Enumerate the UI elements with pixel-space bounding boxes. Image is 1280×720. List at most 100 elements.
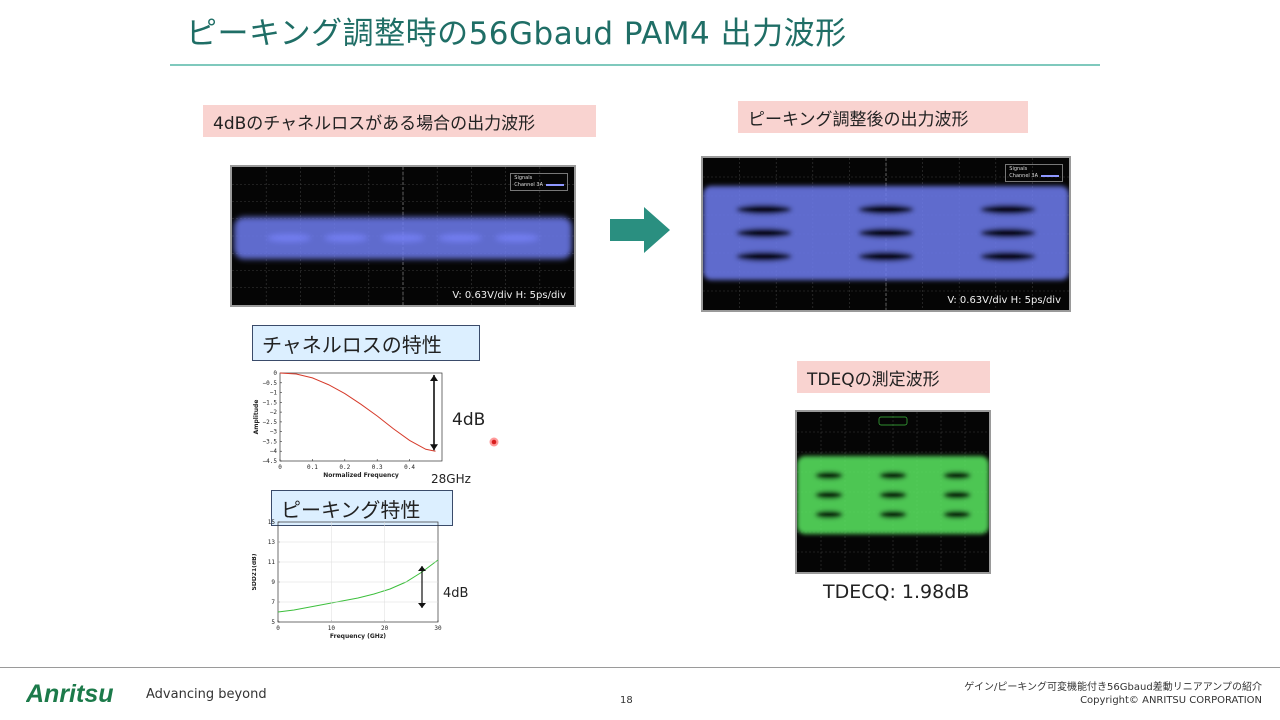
eye-opening bbox=[815, 491, 843, 499]
legend-swatch bbox=[546, 183, 564, 186]
eye-streak bbox=[381, 234, 425, 242]
eye-opening bbox=[736, 204, 792, 215]
logo-text: Anritsu bbox=[26, 680, 114, 707]
peak-ylabel: SDD21(dB) bbox=[252, 553, 258, 590]
y-tick-label: −0.5 bbox=[263, 380, 278, 387]
annot-4db-loss: 4dB bbox=[452, 410, 486, 430]
eye-diagram bbox=[703, 186, 1069, 280]
right-arrow-icon bbox=[610, 207, 670, 253]
eye-diagram bbox=[797, 456, 989, 534]
peak-series-line bbox=[277, 559, 439, 613]
eye-opening bbox=[815, 510, 843, 519]
eye-diagram bbox=[234, 217, 572, 259]
label-peaking-waveform: ピーキング調整後の出力波形 bbox=[738, 101, 1028, 133]
peak-xlabel: Frequency (GHz) bbox=[330, 633, 386, 640]
eye-opening bbox=[879, 471, 907, 480]
eye-streak bbox=[495, 234, 539, 242]
eye-opening bbox=[943, 491, 971, 499]
label-loss-waveform: 4dBのチャネルロスがある場合の出力波形 bbox=[203, 105, 596, 137]
footer-tagline: Advancing beyond bbox=[146, 687, 267, 702]
signal-legend: Signals Channel 3A bbox=[510, 173, 568, 191]
eye-opening bbox=[943, 471, 971, 480]
loss-ylabel: Amplitude bbox=[253, 400, 260, 435]
x-tick-label: 0.3 bbox=[372, 464, 383, 471]
page-number: 18 bbox=[620, 695, 633, 706]
y-tick-label: 15 bbox=[268, 519, 276, 526]
eye-opening bbox=[980, 251, 1036, 262]
footer-copyright: Copyright© ANRITSU CORPORATION bbox=[1080, 695, 1262, 706]
y-tick-label: −4.5 bbox=[263, 458, 278, 465]
scope-scale-right: V: 0.63V/div H: 5ps/div bbox=[947, 295, 1061, 306]
box-peaking: ピーキング特性 bbox=[271, 490, 453, 526]
y-tick-label: 9 bbox=[271, 579, 275, 586]
arrow-head-up bbox=[418, 566, 426, 571]
x-tick-label: 20 bbox=[381, 625, 389, 632]
eye-opening bbox=[858, 228, 914, 238]
channel-loss-plot: 0 0.1 0.2 0.3 0.4 0 −0.5 −1 −1.5 −2 −2.5 −3 −3.5 −4 −4… bbox=[253, 370, 443, 479]
eye-streak bbox=[438, 234, 482, 242]
eye-opening bbox=[943, 510, 971, 519]
scope-loss-graphic bbox=[232, 167, 574, 305]
arrow-head-down bbox=[430, 444, 438, 451]
arrow-head-down bbox=[418, 603, 426, 608]
eye-opening bbox=[736, 251, 792, 262]
y-tick-label: 13 bbox=[268, 539, 276, 546]
label-tdeq: TDEQの測定波形 bbox=[797, 361, 990, 393]
scope-peaking-graphic bbox=[703, 158, 1069, 310]
y-tick-label: 0 bbox=[273, 370, 277, 377]
eye-opening bbox=[815, 471, 843, 480]
eye-streak bbox=[324, 234, 368, 242]
x-tick-label: 0.4 bbox=[404, 464, 415, 471]
pointer-dot-icon bbox=[489, 437, 499, 447]
title-underline bbox=[170, 64, 1100, 66]
y-tick-label: −2 bbox=[270, 409, 278, 416]
eye-opening bbox=[858, 251, 914, 262]
y-tick-label: −1.5 bbox=[263, 399, 278, 406]
tdecq-value: TDECQ: 1.98dB bbox=[823, 581, 970, 603]
legend-signals: Signals bbox=[514, 175, 533, 181]
tdeq-tag bbox=[878, 416, 908, 426]
eye-opening bbox=[980, 204, 1036, 215]
x-tick-label: 0.1 bbox=[307, 464, 318, 471]
x-tick-label: 30 bbox=[434, 625, 442, 632]
y-tick-label: −1 bbox=[270, 390, 278, 397]
eye-streak bbox=[267, 234, 311, 242]
box-channel-loss: チャネルロスの特性 bbox=[252, 325, 480, 361]
eye-opening bbox=[858, 204, 914, 215]
loss-frame bbox=[279, 372, 443, 462]
footer-doc-title: ゲイン/ピーキング可変機能付き56Gbaud差動リニアアンプの紹介 bbox=[964, 682, 1262, 693]
y-tick-label: 11 bbox=[268, 559, 276, 566]
legend-channel: Channel 3A bbox=[514, 182, 543, 188]
scope-screen-tdeq bbox=[795, 410, 991, 574]
eye-opening bbox=[879, 510, 907, 519]
legend-signals-right: Signals bbox=[1009, 166, 1028, 172]
y-tick-label: −2.5 bbox=[263, 419, 278, 426]
annot-4db-peak: 4dB bbox=[443, 586, 469, 601]
eye-opening bbox=[879, 491, 907, 499]
scope-tdeq-graphic bbox=[797, 412, 989, 572]
scope-scale-left: V: 0.63V/div H: 5ps/div bbox=[452, 290, 566, 301]
annot-28ghz: 28GHz bbox=[431, 472, 471, 486]
eye-opening bbox=[736, 228, 792, 238]
loss-series-line bbox=[279, 372, 436, 452]
y-tick-label: −4 bbox=[270, 448, 278, 455]
x-tick-label: 0 bbox=[276, 625, 280, 632]
x-tick-label: 0.2 bbox=[339, 464, 350, 471]
legend-channel-right: Channel 3A bbox=[1009, 173, 1038, 179]
anritsu-logo: Anritsu bbox=[26, 680, 114, 707]
y-tick-label: −3 bbox=[270, 429, 278, 436]
y-tick-label: −3.5 bbox=[263, 438, 278, 445]
slide-title: ピーキング調整時の56Gbaud PAM4 出力波形 bbox=[186, 16, 847, 52]
peak-frame bbox=[277, 521, 439, 623]
y-tick-label: 7 bbox=[271, 599, 275, 606]
arrow-head-up bbox=[430, 374, 438, 381]
legend-swatch-right bbox=[1041, 174, 1059, 177]
eye-opening bbox=[980, 228, 1036, 238]
y-tick-label: 5 bbox=[271, 619, 275, 626]
loss-xlabel: Normalized Frequency bbox=[323, 472, 399, 479]
x-tick-label: 0 bbox=[278, 464, 282, 471]
scope-screen-loss: Signals Channel 3A V: 0.63V/div H: 5ps/d… bbox=[230, 165, 576, 307]
signal-legend-right: Signals Channel 3A bbox=[1005, 164, 1063, 182]
scope-screen-peaking: Signals Channel 3A V: 0.63V/div H: 5ps/d… bbox=[701, 156, 1071, 312]
